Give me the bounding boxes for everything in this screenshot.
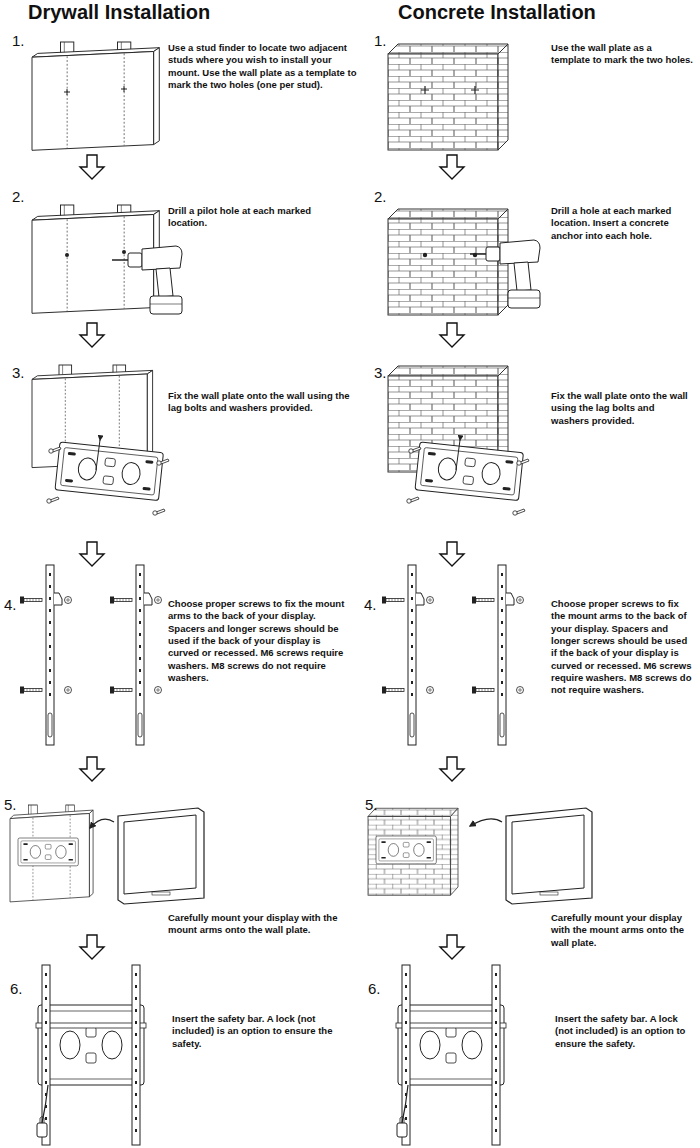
drywall-wall [10,805,93,902]
hole-marks [64,86,127,95]
direction-arrow [90,819,114,828]
brick-wall [368,808,458,895]
power-drill [470,240,540,308]
step-instruction: Insert the safety bar. A lock (not inclu… [555,1013,693,1050]
mounted-bracket [396,965,506,1145]
wall-plate [55,442,163,501]
wall-plate [376,836,436,864]
lag-bolts [407,447,529,515]
power-drill [112,246,182,314]
step-instruction: Carefully mount your display with the mo… [168,912,358,937]
step-number: 5. [4,796,17,814]
step-instruction: Use the wall plate as a template to mark… [551,42,693,67]
step-number: 3. [12,364,25,382]
step-instruction: Drill a pilot hole at each marked locati… [168,205,318,230]
step-instruction: Insert the safety bar. A lock (not inclu… [172,1013,344,1050]
brick-wall [388,44,508,150]
direction-arrow [456,440,460,470]
drilled-holes [423,253,477,257]
step-instruction: Use a stud finder to locate two adjacent… [168,42,358,91]
section-heading: Drywall Installation [28,0,210,24]
hole-marks [421,86,479,94]
mount-arms [20,565,162,745]
step-number: 1. [374,32,387,50]
direction-arrow [470,819,502,826]
step-number: 3. [374,364,387,382]
step-number: 5. [365,796,378,814]
step-number: 2. [12,188,25,206]
step-number: 4. [364,596,377,614]
step-number: 2. [374,188,387,206]
wall-plate [18,838,78,866]
step-instruction: Fix the wall plate onto the wall using t… [551,390,693,427]
display [118,808,204,904]
step-instruction: Carefully mount your display with the mo… [551,912,693,949]
mount-arms [382,565,524,745]
step-number: 1. [12,32,25,50]
lag-bolts [47,447,169,515]
step-number: 4. [4,596,17,614]
wall-plate [415,442,523,501]
drywall-wall [32,42,159,150]
mounted-bracket [36,965,146,1145]
direction-arrow [96,440,100,470]
step-number: 6. [368,980,381,998]
step-instruction: Drill a hole at each marked location. In… [551,205,693,242]
pilot-holes [65,250,126,257]
step-instruction: Choose proper screws to fix the mount ar… [551,598,693,697]
step-instruction: Fix the wall plate onto the wall using t… [168,390,358,415]
step-number: 6. [10,980,23,998]
step-instruction: Choose proper screws to fix the mount ar… [168,598,350,684]
display [506,808,592,904]
section-heading: Concrete Installation [398,0,596,24]
brick-wall [388,209,508,315]
